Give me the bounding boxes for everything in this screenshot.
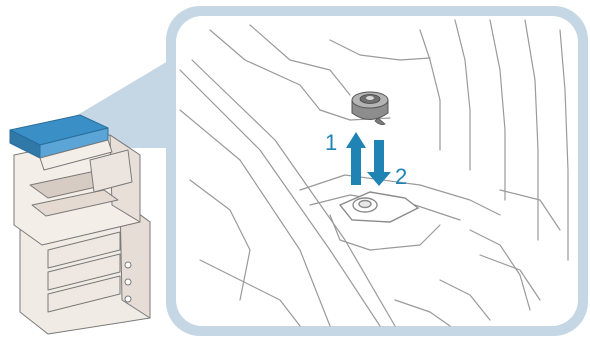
step-1-label: 1 [325,130,337,155]
step-2-label: 2 [395,164,407,189]
printer-icon [10,115,150,334]
